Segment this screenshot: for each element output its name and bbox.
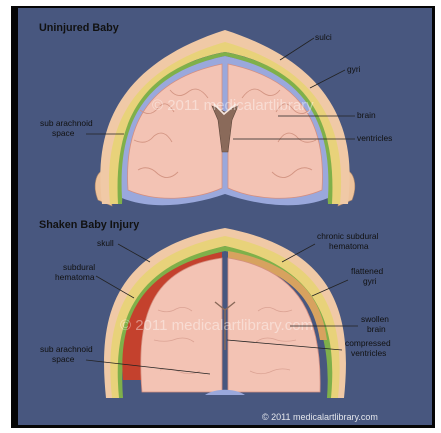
copyright: © 2011 medicalartlibrary.com [262,412,378,422]
label-gyri: gyri [347,64,361,74]
label-sulci: sulci [315,32,332,42]
label-compressed-2: ventricles [351,348,386,358]
label-chronic-1: chronic subdural [317,231,379,241]
label-subdural-1: subdural [63,262,95,272]
top-panel-title: Uninjured Baby [39,22,119,34]
watermark-bottom: © 2011 medicalartlibrary.com [120,317,313,334]
label-skull: skull [97,238,114,248]
label-sub-arachnoid-top-2: space [52,128,75,138]
label-flattened-1: flattened [351,266,383,276]
label-swollen-1: swollen [361,314,389,324]
label-brain: brain [357,110,376,120]
label-compressed-1: compressed [345,338,391,348]
label-swollen-2: brain [367,324,386,334]
label-sub-arachnoid-bottom-2: space [52,354,75,364]
label-subdural-2: hematoma [55,272,95,282]
label-sub-arachnoid-top-1: sub arachnoid [40,118,93,128]
bottom-panel-title: Shaken Baby Injury [39,219,139,231]
label-chronic-2: hematoma [329,241,369,251]
label-flattened-2: gyri [363,276,377,286]
watermark-top: © 2011 medicalartlibrary [152,97,314,114]
label-ventricles: ventricles [357,133,392,143]
label-sub-arachnoid-bottom-1: sub arachnoid [40,344,93,354]
